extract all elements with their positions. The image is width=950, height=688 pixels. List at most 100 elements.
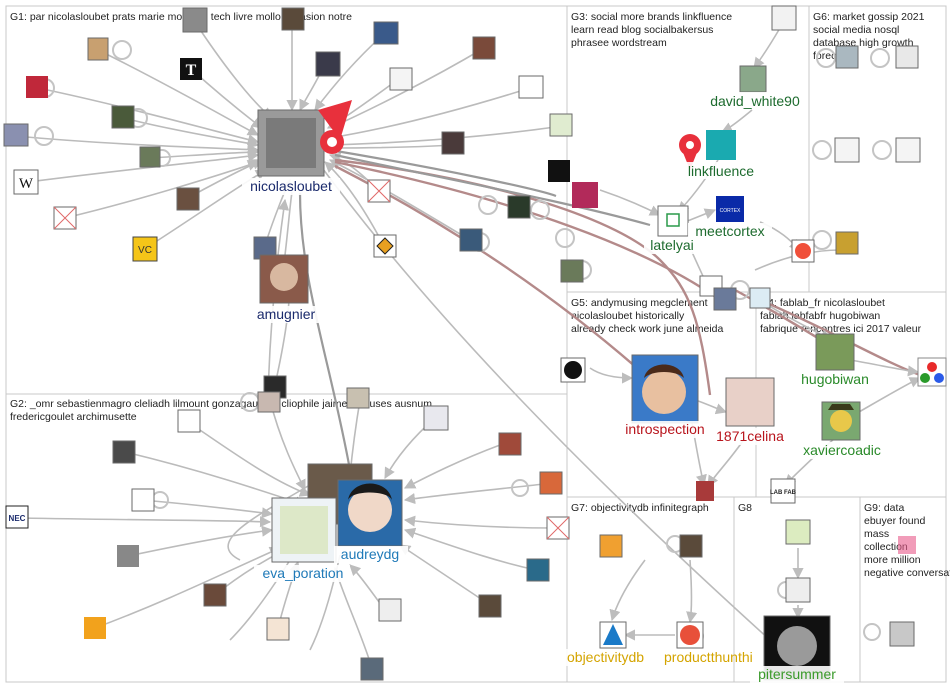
avatar-node[interactable] bbox=[389, 67, 413, 91]
logo-icon[interactable] bbox=[572, 182, 598, 208]
1871celina-avatar[interactable] bbox=[725, 377, 775, 427]
avatar-node[interactable] bbox=[507, 195, 531, 219]
avatar-node[interactable] bbox=[835, 231, 859, 255]
nec-icon[interactable] bbox=[5, 505, 29, 529]
introspection-face bbox=[642, 370, 686, 414]
label-bg bbox=[794, 371, 876, 388]
avatar-node[interactable] bbox=[373, 21, 399, 45]
node-label-eva-poration[interactable]: eva_poration bbox=[263, 565, 344, 581]
node-label-hugobiwan[interactable]: hugobiwan bbox=[801, 371, 869, 387]
avatar-node[interactable] bbox=[315, 51, 341, 77]
avatar-node[interactable] bbox=[360, 657, 384, 681]
amugnier-face bbox=[270, 263, 298, 291]
pitersummer-face bbox=[777, 626, 817, 666]
node-labels: nicolasloubet amugnier eva_poration audr… bbox=[242, 92, 888, 683]
node-label-audreydg[interactable]: audreydg bbox=[341, 546, 399, 562]
group-label-g2: G2: _omr sebastienmagro cleliadh lilmoun… bbox=[10, 398, 432, 423]
label-bg bbox=[249, 306, 323, 323]
avatar-node[interactable] bbox=[203, 583, 227, 607]
avatar-node[interactable] bbox=[835, 45, 859, 69]
avatar-node[interactable] bbox=[459, 228, 483, 252]
avatar-node[interactable] bbox=[599, 534, 623, 558]
avatar-node[interactable] bbox=[3, 123, 29, 147]
avatar-node[interactable] bbox=[266, 617, 290, 641]
avatar-node[interactable] bbox=[679, 534, 703, 558]
david-white90-avatar[interactable] bbox=[739, 65, 767, 93]
logo-icon[interactable] bbox=[117, 545, 139, 567]
objectivitydb-logo-mark bbox=[603, 624, 623, 645]
node-label-nicolasloubet[interactable]: nicolasloubet bbox=[250, 178, 332, 194]
avatar-node[interactable] bbox=[713, 287, 737, 311]
labfab-logo[interactable] bbox=[770, 478, 796, 504]
broken-image-cross bbox=[367, 179, 391, 203]
avatar-node[interactable] bbox=[378, 598, 402, 622]
avatar-node[interactable] bbox=[785, 519, 811, 545]
avatar-node[interactable] bbox=[441, 131, 465, 155]
node-label-introspection[interactable]: introspection bbox=[625, 421, 704, 437]
linkfluence-logo[interactable] bbox=[706, 130, 736, 160]
avatar-node[interactable] bbox=[696, 481, 714, 501]
nytimes-icon[interactable] bbox=[180, 58, 202, 80]
node-label-latelyai[interactable]: latelyai bbox=[650, 237, 694, 253]
vc-icon[interactable] bbox=[132, 236, 158, 262]
avatar-node[interactable] bbox=[139, 146, 161, 168]
wikipedia-icon[interactable] bbox=[13, 169, 39, 195]
avatar-node[interactable] bbox=[478, 594, 502, 618]
cortex-logo[interactable] bbox=[716, 196, 744, 222]
cortex-logo-glyph: CORTEX bbox=[720, 208, 741, 214]
avatar-node[interactable] bbox=[346, 387, 370, 409]
node-label-productthunth[interactable]: productthunthi bbox=[664, 649, 753, 665]
avatar-node[interactable] bbox=[131, 488, 155, 512]
broken-image-cross bbox=[53, 206, 77, 230]
node-label-meetcortex[interactable]: meetcortex bbox=[695, 223, 764, 239]
avatar-node[interactable] bbox=[898, 536, 916, 554]
logo-icon[interactable] bbox=[84, 617, 106, 639]
node-label-linkfluence[interactable]: linkfluence bbox=[688, 163, 754, 179]
avatar-node[interactable] bbox=[889, 621, 915, 647]
avatar-node[interactable] bbox=[176, 187, 200, 211]
group-box-g1 bbox=[5, 5, 568, 395]
label-bg bbox=[750, 666, 844, 683]
logo-icon[interactable] bbox=[895, 137, 921, 163]
avatar-node[interactable] bbox=[281, 7, 305, 31]
avatar-node[interactable] bbox=[895, 45, 919, 69]
logo-icon[interactable] bbox=[26, 76, 48, 98]
group-label-g1: G1: par nicolasloubet prats marie moniqu… bbox=[10, 11, 352, 23]
avatar-node[interactable] bbox=[177, 409, 201, 433]
peace-icon-mark bbox=[564, 361, 582, 379]
hugobiwan-avatar[interactable] bbox=[815, 333, 855, 371]
avatar-node[interactable] bbox=[257, 391, 281, 413]
avatar-node[interactable] bbox=[472, 36, 496, 60]
avatar-node[interactable] bbox=[112, 440, 136, 464]
avatar-node[interactable] bbox=[749, 287, 771, 309]
avatar-node[interactable] bbox=[111, 105, 135, 129]
node-label-xaviercoadic[interactable]: xaviercoadic bbox=[803, 442, 881, 458]
avatar-node[interactable] bbox=[498, 432, 522, 456]
logo-icon[interactable] bbox=[549, 113, 573, 137]
pin-marker-hole bbox=[686, 141, 694, 149]
logo-icon[interactable] bbox=[518, 75, 544, 99]
nodes-g1: T W VC bbox=[3, 7, 573, 399]
nytimes-icon-glyph: T bbox=[186, 62, 197, 79]
avatar-node[interactable] bbox=[771, 5, 797, 31]
avatar-node[interactable] bbox=[539, 471, 563, 495]
label-bg bbox=[708, 428, 790, 445]
node-label-david-white90[interactable]: david_white90 bbox=[710, 93, 800, 109]
node-label-objectivitydb[interactable]: objectivitydb bbox=[567, 649, 644, 665]
node-label-1871celina[interactable]: 1871celina bbox=[716, 428, 784, 444]
latelyai-logo[interactable] bbox=[657, 205, 689, 237]
avatar-node[interactable] bbox=[785, 577, 811, 603]
logo-icon[interactable] bbox=[834, 137, 860, 163]
avatar-node[interactable] bbox=[87, 37, 109, 61]
logo-icon-mark bbox=[795, 243, 811, 259]
node-label-amugnier[interactable]: amugnier bbox=[257, 306, 316, 322]
node-label-pitersummer[interactable]: pitersummer bbox=[758, 666, 836, 682]
recycle-icon[interactable] bbox=[548, 160, 570, 182]
avatar-node[interactable] bbox=[526, 558, 550, 582]
avatar-node[interactable] bbox=[182, 7, 208, 33]
avatar-node[interactable] bbox=[560, 259, 584, 283]
avatar-node[interactable] bbox=[423, 405, 449, 431]
pin-marker-hole bbox=[327, 137, 337, 147]
